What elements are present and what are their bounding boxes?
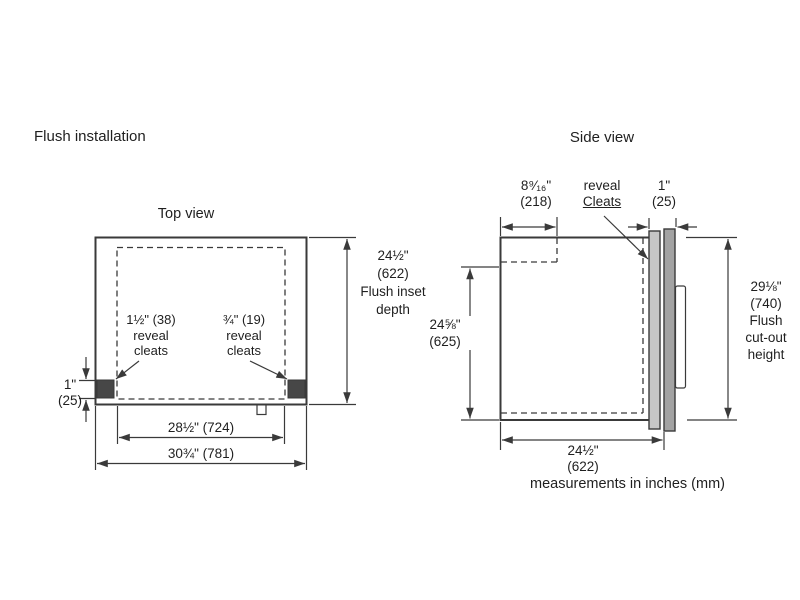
flush-installation-heading: Flush installation bbox=[34, 128, 146, 145]
dim-interior-height: 24⅝" (625) bbox=[418, 316, 472, 350]
oven-dashed-outline-top bbox=[116, 246, 286, 400]
side-view-dimension-lines bbox=[461, 215, 737, 450]
dim-inner-width: 28½" (724) bbox=[167, 420, 235, 435]
label-reveal-cleats-right: ¾" (19) reveal cleats bbox=[222, 312, 266, 358]
dim-flush-cutout-height: 29⅛" (740) Flush cut-out height bbox=[745, 279, 787, 362]
dim-flush-inset-depth: 24½" (622) Flush inset depth bbox=[360, 248, 426, 317]
label-reveal-cleats-left: 1½" (38) reveal cleats bbox=[126, 312, 176, 358]
dim-top-depth: 8⁹⁄₁₆" (218) bbox=[520, 178, 552, 209]
cabinet-outline-side bbox=[499, 236, 651, 421]
top-view-drawing bbox=[94, 236, 308, 416]
cleat-left bbox=[96, 379, 115, 399]
side-view-title: Side view bbox=[569, 129, 635, 146]
label-reveal-cleats-side: reveal Cleats bbox=[582, 178, 622, 209]
cabinet-outline-top bbox=[94, 236, 308, 406]
dim-door-thickness: 1" (25) bbox=[651, 178, 676, 209]
measurements-note: measurements in inches (mm) bbox=[530, 476, 725, 492]
side-view-drawing bbox=[499, 228, 687, 432]
dim-depth-bottom: 24½" (622) bbox=[567, 443, 599, 474]
top-view-title: Top view bbox=[157, 206, 215, 222]
dim-outer-width: 30¾" (781) bbox=[167, 446, 235, 461]
cleat-right bbox=[287, 379, 306, 399]
leader-reveal-cleats bbox=[603, 215, 649, 260]
top-view-dimension-lines bbox=[79, 236, 356, 470]
dim-cleat-thickness: 1" (25) bbox=[57, 377, 82, 408]
door-latch-detail bbox=[256, 403, 267, 416]
door-handle bbox=[674, 285, 687, 389]
oven-door-strip bbox=[663, 228, 676, 432]
front-frame-strip bbox=[648, 230, 661, 430]
leader-reveal-left bbox=[115, 360, 140, 380]
leader-reveal-right bbox=[249, 360, 288, 380]
